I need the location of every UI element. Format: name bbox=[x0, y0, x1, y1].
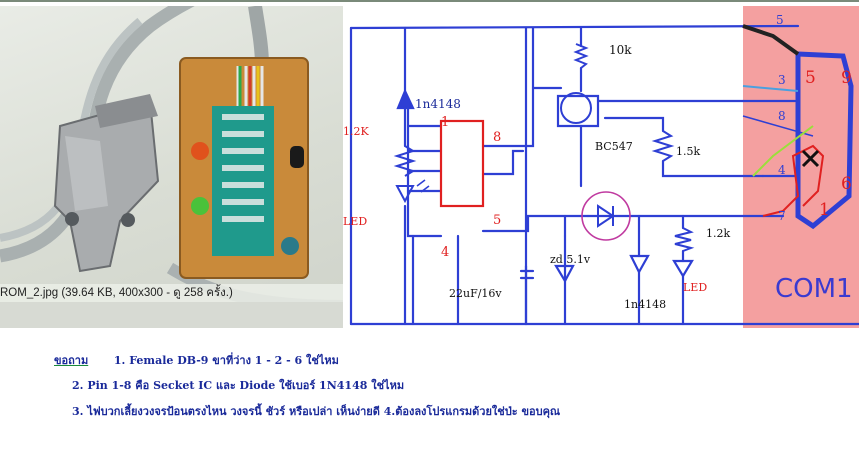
db9-pin-9-label: 9 bbox=[841, 68, 852, 88]
com-wire-5-label: 5 bbox=[776, 13, 784, 27]
ask-label: ขอถาม bbox=[54, 354, 89, 367]
diode-label-1n4148: 1n4148 bbox=[415, 97, 461, 111]
com-wire-7-label: 7 bbox=[778, 209, 786, 223]
resistor-label-10k: 10k bbox=[609, 43, 632, 57]
transistor-label-bc547: BC547 bbox=[595, 140, 633, 153]
com-wire-8-label: 8 bbox=[778, 109, 786, 123]
question-1: 1. Female DB-9 ขาที่ว่าง 1 - 2 - 6 ใช่ไห… bbox=[113, 354, 339, 367]
com-wire-3-label: 3 bbox=[778, 73, 786, 87]
photo-footer bbox=[0, 302, 343, 328]
zener-label: zd 5.1v bbox=[550, 253, 591, 266]
diode-label-1n4148-b: 1n4148 bbox=[624, 298, 667, 311]
resistor-label-1-2k-b: 1.2k bbox=[706, 227, 731, 240]
resistor-label-1-2k: 1.2K bbox=[343, 125, 369, 138]
ic-pin-5-label: 5 bbox=[493, 213, 502, 228]
ic-pin-1-label: 1 bbox=[441, 115, 450, 130]
db9-pin-1-label: 1 bbox=[819, 200, 830, 220]
ic-pin-4-label: 4 bbox=[441, 245, 450, 260]
com-wire-4-label: 4 bbox=[778, 163, 786, 177]
question-list: ขอถาม 1. Female DB-9 ขาที่ว่าง 1 - 2 - 6… bbox=[0, 330, 859, 450]
top-divider bbox=[0, 0, 859, 2]
photo-illustration bbox=[0, 6, 343, 312]
com1-title: COM1 bbox=[775, 274, 853, 304]
photo-caption: ROM_2.jpg (39.64 KB, 400x300 - ดู 258 คร… bbox=[0, 284, 343, 302]
programmer-photo: ROM_2.jpg (39.64 KB, 400x300 - ดู 258 คร… bbox=[0, 6, 343, 328]
led-label-1: LED bbox=[343, 215, 368, 228]
question-3: 3. ไฟบวกเลี้ยงวงจรป้อนตรงไหน วงจรนี้ ชัว… bbox=[72, 405, 561, 418]
db9-pin-6-label: 6 bbox=[841, 174, 852, 194]
circuit-schematic: 1n4148 1.2K LED 1 8 4 5 10k BC547 1.5k 1… bbox=[343, 6, 859, 328]
resistor-label-1-5k: 1.5k bbox=[676, 145, 701, 158]
question-line-1: ขอถาม 1. Female DB-9 ขาที่ว่าง 1 - 2 - 6… bbox=[54, 354, 339, 367]
db9-pin-5-label: 5 bbox=[805, 68, 816, 88]
led-label-2: LED bbox=[683, 281, 708, 294]
question-2: 2. Pin 1-8 คือ Secket IC และ Diode ใช้เบ… bbox=[72, 379, 405, 392]
schematic-wiring bbox=[349, 24, 859, 326]
capacitor-label: 22uF/16v bbox=[449, 287, 502, 300]
ic-pin-8-label: 8 bbox=[493, 130, 502, 145]
